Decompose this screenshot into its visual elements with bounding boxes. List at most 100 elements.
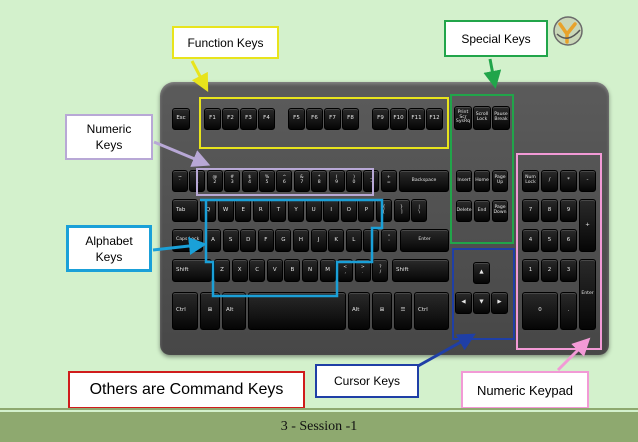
key-shift-left: Shift [172, 259, 212, 282]
key-z-row-3: V [266, 259, 283, 282]
key-q-row-10: { [ [376, 199, 392, 222]
key-nav-1: Home [474, 170, 490, 192]
key-ctrl-right: Ctrl [414, 292, 449, 330]
key-number-1: ! 1 [189, 170, 206, 192]
key-a-row-5: H [293, 229, 309, 252]
special-keys-label: Special Keys [444, 20, 548, 57]
key-a-row-10: " ' [381, 229, 397, 252]
key-kp-4: 4 [522, 229, 539, 252]
key-q-row-12: | \ [411, 199, 428, 222]
key-z-row-8: > . [354, 259, 371, 282]
key-kp-0: 0 [522, 292, 558, 330]
key-number-6: ^ 6 [276, 170, 293, 192]
key-a-row-7: K [328, 229, 345, 252]
menu-icon: ☰ [394, 292, 412, 330]
key-q-row-1: W [217, 199, 234, 222]
key-q-row-9: P [358, 199, 375, 222]
key-number-10: ) 0 [346, 170, 362, 192]
cursor-keys-label: Cursor Keys [315, 364, 419, 398]
key-kp-multiply: * [560, 170, 577, 192]
key-z-row-9: ? / [372, 259, 389, 282]
key-nav-0: Insert [456, 170, 472, 192]
key-kp-2: 2 [541, 259, 558, 282]
key-z-row-7: < , [337, 259, 354, 282]
key-q-row-5: Y [288, 199, 304, 222]
key-a-row-2: D [240, 229, 257, 252]
key-special-2: Pause Break [492, 106, 510, 130]
function-keys-arrow [190, 60, 209, 92]
key-z-row-5: N [302, 259, 318, 282]
key-kp-plus: + [579, 199, 596, 252]
key-number-2: @ 2 [206, 170, 223, 192]
function-keys-label: Function Keys [172, 26, 279, 59]
arrow-up-icon: ▲ [473, 262, 490, 284]
key-number-0: ~ ` [172, 170, 188, 192]
key-f1: F1 [204, 108, 221, 130]
key-kp-minus: - [579, 170, 596, 192]
key-special-0: Print Scr SysRq [454, 106, 472, 130]
key-nav-3: Delete [456, 200, 472, 222]
key-number-4: $ 4 [241, 170, 258, 192]
key-backspace: Backspace [399, 170, 449, 192]
key-tab: Tab [172, 199, 198, 222]
key-nav-4: End [474, 200, 490, 222]
key-number-8: * 8 [311, 170, 328, 192]
key-z-row-2: C [249, 259, 266, 282]
key-number-11: _ - [363, 170, 380, 192]
key-kp-6: 6 [560, 229, 577, 252]
key-z-row-4: B [284, 259, 301, 282]
key-enter: Enter [400, 229, 449, 252]
key-q-row-3: R [252, 199, 269, 222]
key-f3: F3 [240, 108, 257, 130]
key-number-5: % 5 [259, 170, 275, 192]
key-nav-2: Page Up [492, 170, 508, 192]
key-q-row-6: U [305, 199, 322, 222]
key-f5: F5 [288, 108, 305, 130]
key-q-row-4: T [270, 199, 287, 222]
key-ctrl-left: Ctrl [172, 292, 198, 330]
key-number-9: ( 9 [328, 170, 345, 192]
key-a-row-8: L [345, 229, 362, 252]
key-f8: F8 [342, 108, 359, 130]
key-alt-left: Alt [222, 292, 246, 330]
key-a-row-1: S [222, 229, 239, 252]
key-kp-7: 7 [522, 199, 539, 222]
key-a-row-6: J [310, 229, 327, 252]
windows-icon: ⊞ [200, 292, 220, 330]
key-kp-5: 5 [541, 229, 558, 252]
key-f10: F10 [390, 108, 407, 130]
key-a-row-9: : ; [363, 229, 380, 252]
key-kp-1: 1 [522, 259, 539, 282]
windows-icon-right: ⊞ [372, 292, 392, 330]
key-q-row-2: E [235, 199, 252, 222]
numeric-keypad-label: Numeric Keypad [461, 371, 589, 409]
key-kp-dot: . [560, 292, 577, 330]
key-z-row-0: Z [214, 259, 230, 282]
command-keys-label: Others are Command Keys [68, 371, 305, 409]
key-space [248, 292, 346, 330]
key-a-row-3: F [257, 229, 274, 252]
key-kp-3: 3 [560, 259, 577, 282]
key-q-row-8: O [340, 199, 357, 222]
footer-text: 3 - Session -1 [280, 419, 358, 434]
key-caps-lock: Caps Lock [172, 229, 203, 252]
key-z-row-6: M [319, 259, 336, 282]
key-a-row-4: G [275, 229, 292, 252]
alphabet-keys-label: Alphabet Keys [66, 225, 152, 272]
key-shift-right: Shift [392, 259, 449, 282]
key-kp-8: 8 [541, 199, 558, 222]
arrow-right-icon: ▶ [491, 292, 508, 314]
key-q-row-7: I [323, 199, 340, 222]
key-esc: Esc [172, 108, 190, 130]
key-f12: F12 [426, 108, 443, 130]
key-number-7: & 7 [293, 170, 310, 192]
key-f4: F4 [258, 108, 275, 130]
numeric-keys-label: Numeric Keys [65, 114, 153, 160]
key-alt-right: Alt [348, 292, 370, 330]
key-q-row-11: } ] [393, 199, 410, 222]
arrow-left-icon: ◀ [455, 292, 472, 314]
key-special-1: Scroll Lock [473, 106, 491, 130]
key-f7: F7 [324, 108, 341, 130]
arrow-down-icon: ▼ [473, 292, 490, 314]
